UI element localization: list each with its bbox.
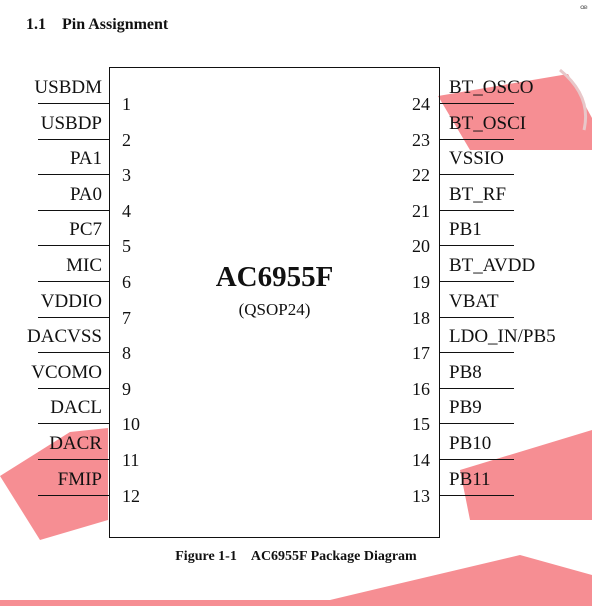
pin-number-18: 18	[412, 307, 430, 328]
pin-number-19: 19	[412, 272, 430, 292]
figure-caption: Figure 1-1 AC6955F Package Diagram	[0, 549, 592, 565]
pin-number-24: 24	[412, 94, 430, 114]
pin-number-3: 3	[122, 165, 131, 186]
pin-number-6: 6	[122, 272, 131, 292]
pin-number-10: 10	[122, 414, 140, 435]
pin-lead-19	[440, 281, 514, 282]
pin-lead-5	[38, 245, 109, 247]
chip-body	[109, 67, 440, 538]
pin-label-7: VDDIO	[40, 290, 102, 312]
section-heading: 1.1 Pin Assignment	[26, 16, 168, 34]
pin-number-5: 5	[122, 236, 131, 257]
figure-number: Figure 1-1	[175, 549, 237, 564]
pin-number-1: 1	[122, 94, 131, 114]
pin-number-2: 2	[122, 129, 131, 150]
pin-lead-20	[440, 245, 514, 247]
pin-label-18: VBAT	[449, 290, 499, 312]
pin-lead-14	[440, 459, 514, 460]
watermark-arc-shape	[559, 68, 588, 131]
pin-lead-6	[38, 281, 109, 282]
pin-label-2: USBDP	[40, 112, 102, 134]
pin-number-20: 20	[412, 236, 430, 257]
pin-lead-2	[38, 138, 109, 140]
pin-label-19: BT_AVDD	[449, 255, 536, 276]
pin-number-9: 9	[122, 378, 131, 399]
watermark-bottom-shape	[0, 428, 592, 606]
pin-number-4: 4	[122, 200, 131, 221]
pin-number-16: 16	[412, 378, 430, 399]
pin-lead-22	[440, 174, 514, 176]
pin-number-22: 22	[412, 165, 430, 186]
pin-label-15: PB9	[449, 397, 482, 419]
chip-package: (QSOP24)	[238, 300, 311, 319]
figure-title: AC6955F Package Diagram	[250, 549, 417, 564]
pin-number-23: 23	[412, 129, 430, 150]
pin-number-14: 14	[412, 450, 430, 470]
watermark-top-shape	[438, 74, 592, 150]
pin-lead-15	[440, 423, 514, 425]
pin-number-17: 17	[412, 343, 430, 364]
pin-label-17: LDO_IN/PB5	[449, 326, 556, 348]
pin-label-5: PC7	[69, 219, 102, 241]
pin-lead-11	[38, 459, 109, 460]
pin-lead-1	[38, 103, 109, 104]
pin-label-20: PB1	[449, 219, 482, 241]
pin-lead-13	[440, 494, 514, 496]
pin-lead-4	[38, 209, 109, 211]
pin-label-9: VCOMO	[31, 361, 102, 383]
pin-label-22: VSSIO	[449, 148, 504, 170]
pin-label-12: FMIP	[57, 468, 102, 490]
section-title: Pin Assignment	[62, 16, 169, 33]
pin-lead-7	[38, 316, 109, 318]
pin-label-14: PB10	[449, 433, 492, 454]
pin-lead-24	[440, 103, 514, 104]
pin-label-13: PB11	[449, 468, 491, 490]
section-number: 1.1	[26, 16, 46, 33]
pin-lead-9	[38, 387, 109, 389]
small-glyph-icon: ꟹ	[580, 2, 588, 16]
pin-lead-10	[38, 423, 109, 425]
pin-label-4: PA0	[69, 183, 102, 205]
pin-number-11: 11	[122, 450, 140, 470]
pin-number-7: 7	[122, 307, 131, 328]
pin-lead-16	[440, 387, 514, 389]
pin-lead-18	[440, 316, 514, 318]
pin-label-10: DACL	[50, 397, 102, 419]
pin-lead-17	[440, 352, 514, 354]
pin-number-13: 13	[412, 485, 430, 506]
pin-number-8: 8	[122, 343, 131, 364]
pin-label-11: DACR	[49, 433, 102, 454]
pin-number-15: 15	[412, 414, 430, 435]
pin-lead-3	[38, 174, 109, 176]
pin-label-8: DACVSS	[27, 326, 102, 348]
chip-name: AC6955F	[215, 261, 334, 293]
pin-lead-23	[440, 138, 514, 140]
pin-number-21: 21	[412, 200, 430, 221]
pin-lead-8	[38, 352, 109, 354]
pin-label-23: BT_OSCI	[449, 112, 527, 134]
pin-lead-21	[440, 209, 514, 211]
pin-lead-12	[38, 494, 109, 496]
pin-label-6: MIC	[66, 255, 102, 276]
pin-label-21: BT_RF	[449, 183, 507, 205]
pin-label-16: PB8	[449, 361, 482, 383]
pin-number-12: 12	[122, 485, 140, 506]
pin-label-1: USBDM	[34, 77, 102, 98]
pin-label-24: BT_OSCO	[449, 77, 534, 98]
pin-label-3: PA1	[69, 148, 102, 170]
